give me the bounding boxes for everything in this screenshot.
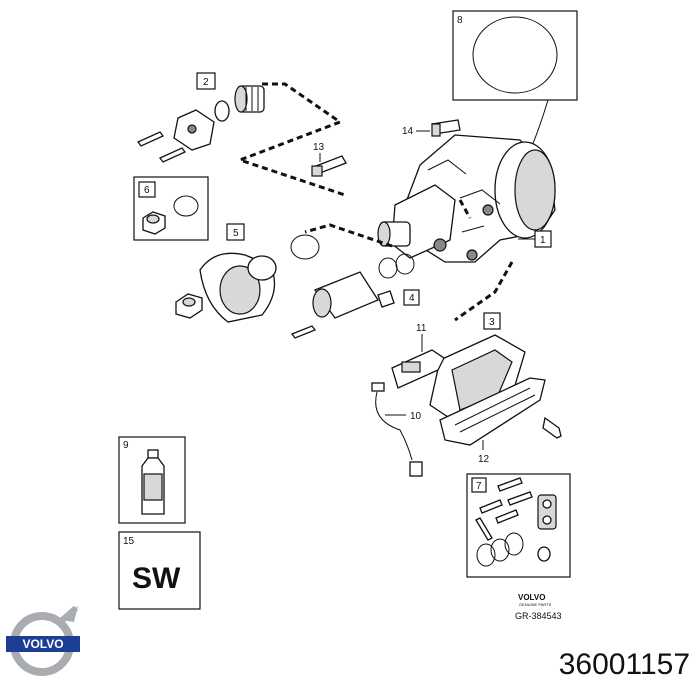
callout-label-6: 6: [144, 185, 150, 196]
brand-subtitle-text: GENUINE PARTS: [519, 602, 552, 607]
callout-label-7: 7: [476, 481, 482, 492]
dashed-connector-1: [304, 199, 514, 322]
callout-label-4: 4: [409, 293, 415, 304]
cable-10-part: [371, 382, 423, 477]
callout-box-8[interactable]: 8: [452, 10, 578, 101]
callout-label-2: 2: [203, 77, 209, 88]
filter-housing-part: [136, 85, 265, 163]
callout-label-11: 11: [416, 323, 427, 334]
callout-box-5[interactable]: 5: [226, 223, 245, 241]
callout-label-10: 10: [410, 411, 422, 422]
logo-text: VOLVO: [22, 637, 63, 651]
dashed-connector-2: [235, 82, 346, 197]
callout-box-2[interactable]: 2: [196, 72, 216, 90]
callout-box-4[interactable]: 4: [403, 289, 420, 306]
fluid-bottle-part: [141, 449, 165, 515]
pump-unit-part: [429, 334, 562, 446]
genuine-parts-stamp: VOLVO GENUINE PARTS GR-384543: [515, 593, 562, 621]
callout-box-3[interactable]: 3: [483, 312, 501, 330]
electric-motor-part: [290, 253, 415, 339]
callout-label-9: 9: [123, 440, 129, 451]
bolt-14-part: [431, 119, 461, 137]
drawing-reference: GR-384543: [515, 611, 562, 621]
callout-label-1: 1: [540, 235, 546, 246]
callout-label-13: 13: [313, 142, 325, 153]
bolt-13-part: [311, 155, 347, 177]
volvo-logo: VOLVO: [6, 605, 80, 676]
seal-kit-6-part: [142, 195, 199, 235]
callout-label-3: 3: [489, 317, 495, 328]
callout-label-12: 12: [478, 454, 490, 465]
seal-ring-part: [472, 16, 558, 94]
callout-label-8: 8: [457, 15, 463, 26]
software-label: SW: [132, 562, 181, 595]
main-housing-part: [377, 134, 556, 263]
callout-label-14: 14: [402, 126, 414, 137]
sensor-11-part: [391, 349, 445, 389]
brand-small-text: VOLVO: [518, 593, 545, 602]
part-number: 36001157: [558, 648, 690, 681]
callout-box-1[interactable]: 1: [534, 230, 552, 248]
callout-label-15: 15: [123, 536, 135, 547]
repair-kit-7-part: [475, 477, 557, 567]
callout-label-5: 5: [233, 228, 239, 239]
callout-box-15[interactable]: 15 SW: [118, 531, 201, 610]
pump-cover-part: [175, 234, 320, 323]
